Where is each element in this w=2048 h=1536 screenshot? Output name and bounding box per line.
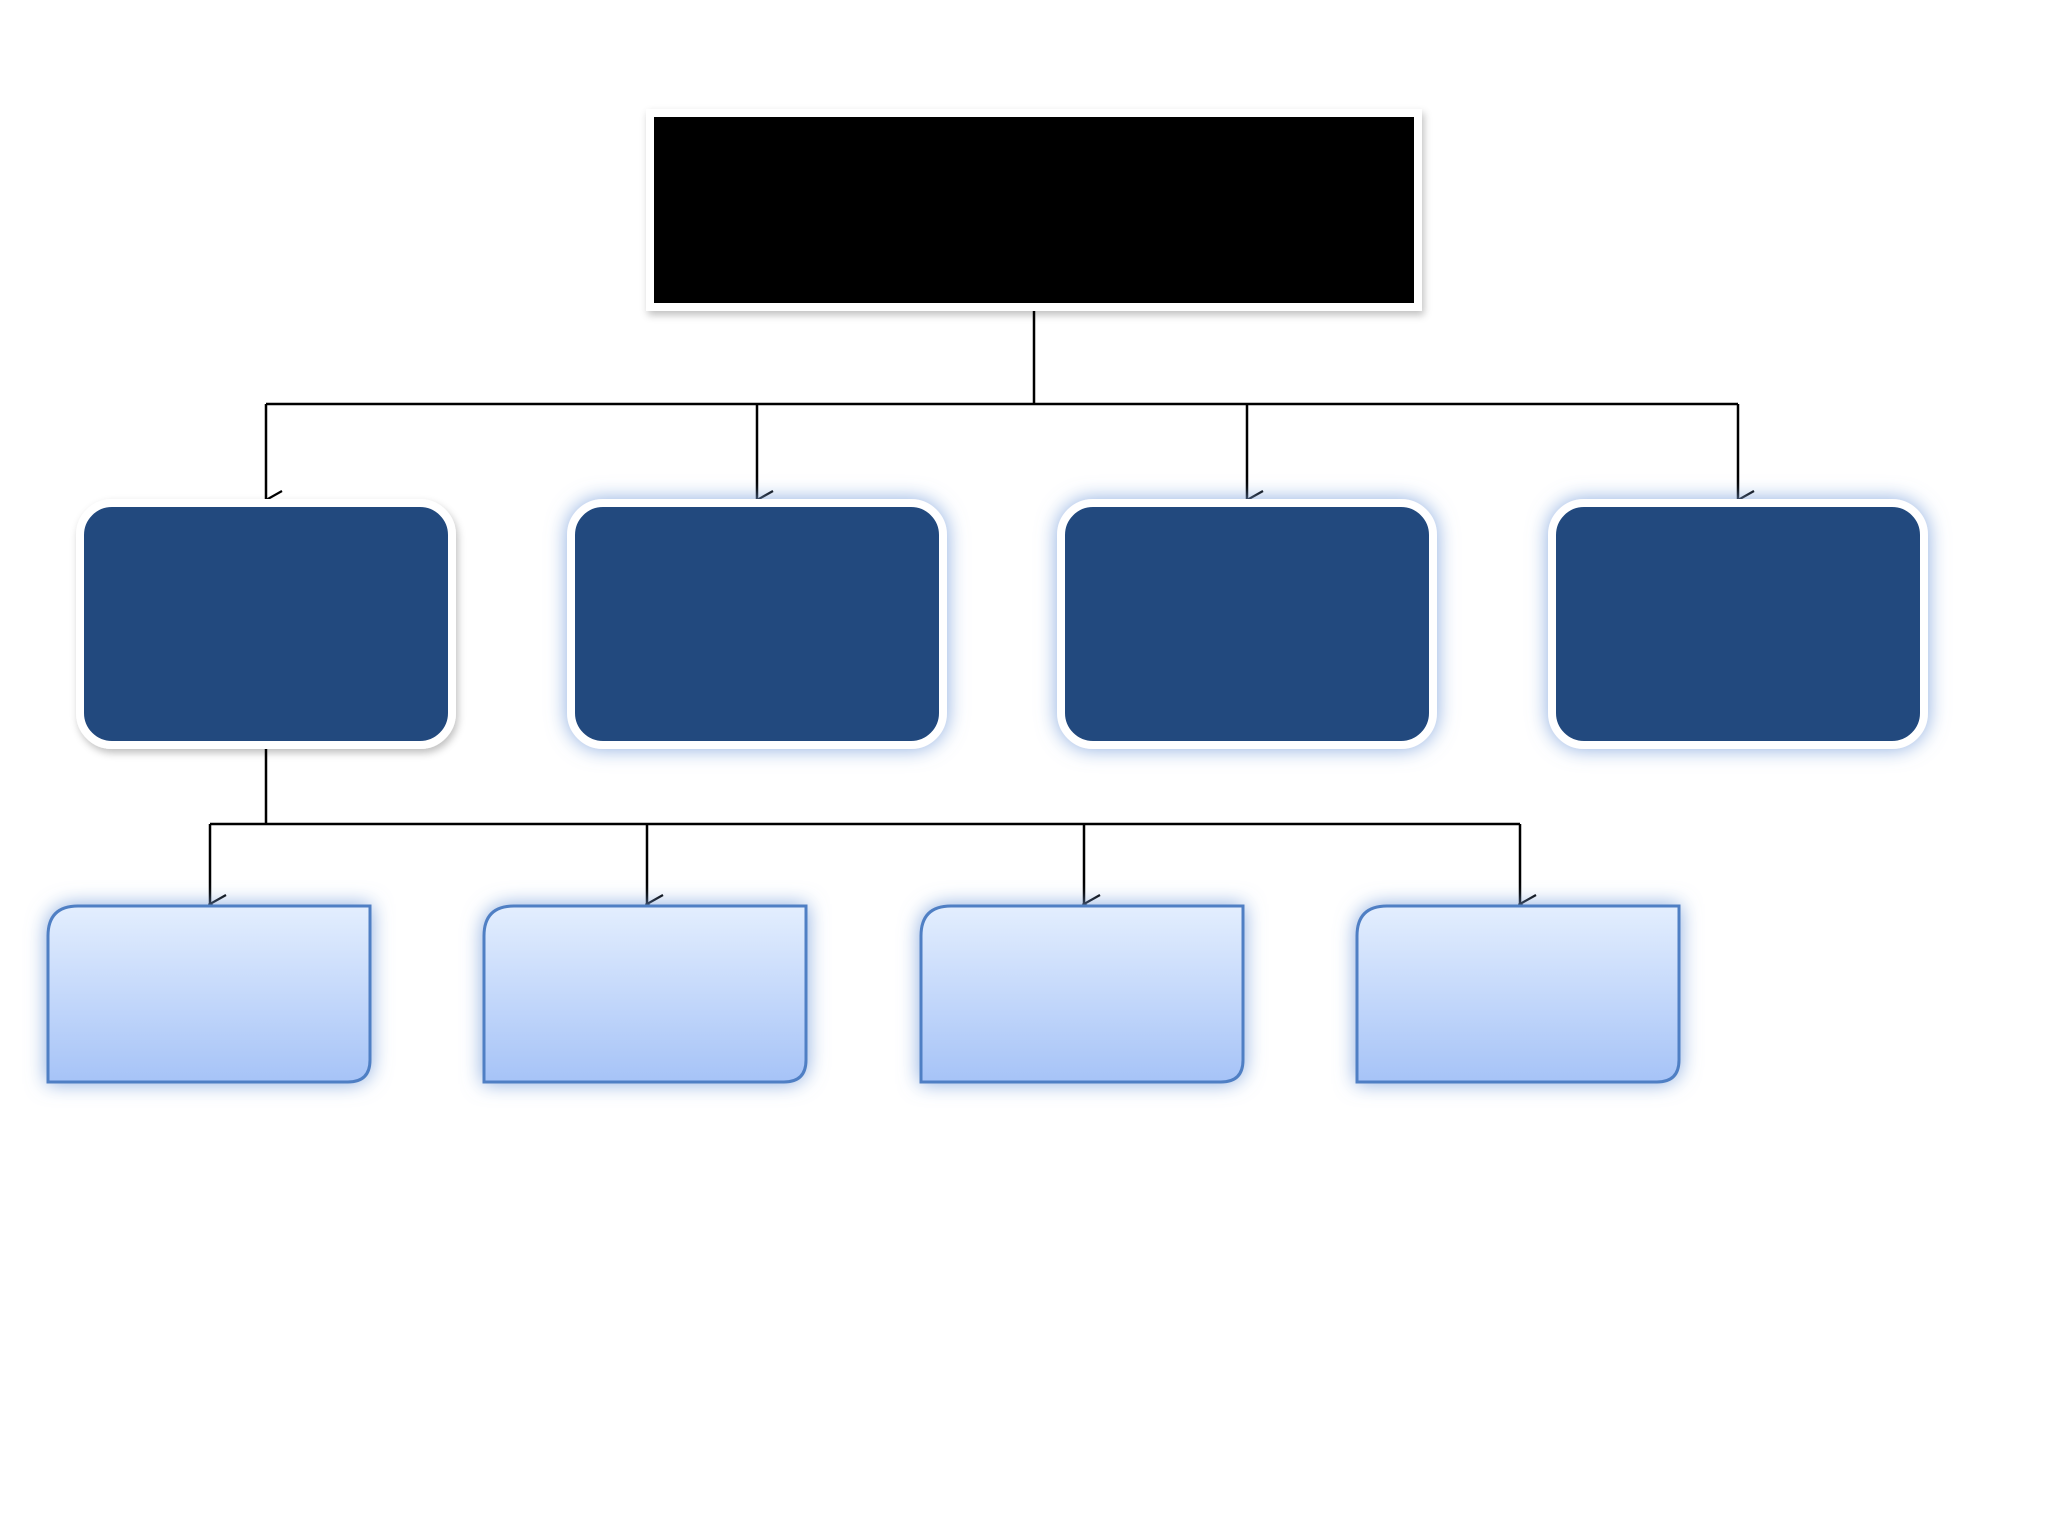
level2-node-4 xyxy=(1355,904,1681,1084)
level1-node-4 xyxy=(1548,499,1928,749)
level1-node-1 xyxy=(76,499,456,749)
root-node xyxy=(646,109,1422,311)
level1-node-3 xyxy=(1057,499,1437,749)
connectors xyxy=(210,310,1738,904)
level2-node-1 xyxy=(46,904,372,1084)
level2-node-2 xyxy=(482,904,808,1084)
level2-node-3 xyxy=(919,904,1245,1084)
level1-node-2 xyxy=(567,499,947,749)
